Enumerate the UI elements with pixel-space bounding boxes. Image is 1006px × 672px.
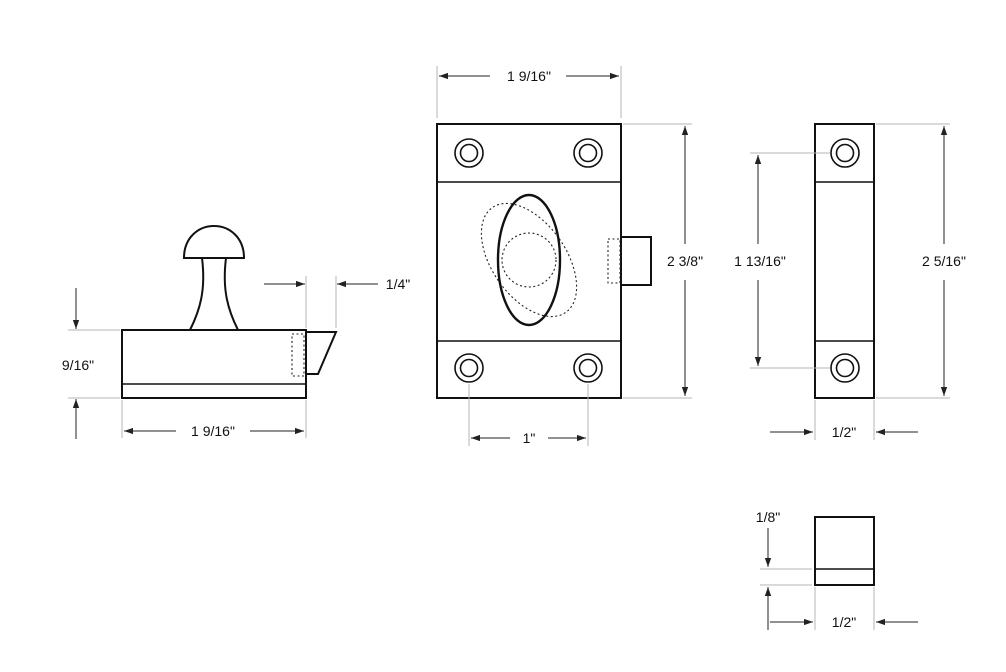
knob-stem-hidden bbox=[501, 232, 557, 288]
keeper-view: 1/8" 1/2" bbox=[756, 509, 918, 630]
front-bolt bbox=[620, 236, 652, 286]
screw-hole-top-left bbox=[454, 138, 484, 168]
bolt-hidden-outline bbox=[291, 333, 305, 377]
front-plate bbox=[436, 123, 622, 399]
bolt-tip bbox=[305, 331, 338, 375]
latch-body bbox=[121, 329, 307, 399]
screw-hole-bottom-left bbox=[454, 353, 484, 383]
strike-plate-view: 1 13/16" 2 5/16" 1/2" bbox=[734, 123, 966, 440]
keeper-width-label: 1/2" bbox=[832, 614, 856, 630]
keeper-thickness-label: 1/8" bbox=[756, 509, 780, 525]
strike-hole-spacing-label: 1 13/16" bbox=[734, 253, 786, 269]
side-length-label: 1 9/16" bbox=[191, 423, 235, 439]
strike-width-label: 1/2" bbox=[832, 424, 856, 440]
latch-side-view: 1 9/16" 9/16" 1/4" bbox=[62, 224, 410, 439]
knob-stem bbox=[188, 257, 240, 331]
latch-front-view: 1 9/16" 2 3/8" 1" bbox=[436, 66, 703, 446]
knob-spacing-label: 1" bbox=[523, 430, 536, 446]
strike-plate bbox=[814, 123, 875, 399]
side-height-label: 9/16" bbox=[62, 357, 94, 373]
screw-hole-bottom-right bbox=[573, 353, 603, 383]
strike-hole-top bbox=[830, 138, 860, 168]
bolt-throw-label: 1/4" bbox=[386, 276, 410, 292]
front-bolt-hidden bbox=[607, 238, 621, 284]
screw-hole-top-right bbox=[573, 138, 603, 168]
knob-oval bbox=[496, 193, 562, 327]
front-height-label: 2 3/8" bbox=[667, 253, 703, 269]
knob-head bbox=[182, 224, 246, 259]
strike-hole-bottom bbox=[830, 353, 860, 383]
keeper-block bbox=[814, 516, 875, 586]
front-width-label: 1 9/16" bbox=[507, 68, 551, 84]
strike-height-label: 2 5/16" bbox=[922, 253, 966, 269]
